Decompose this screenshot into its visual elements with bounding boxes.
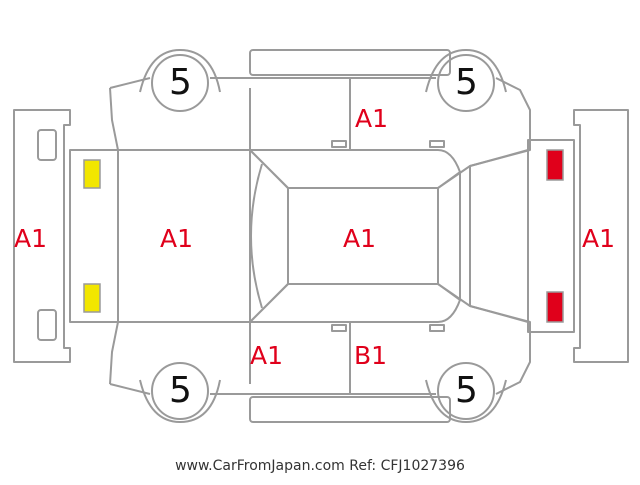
rear-glass xyxy=(469,149,529,323)
front-bumper-grade: A1 xyxy=(14,224,48,253)
hood-grade: A1 xyxy=(160,224,194,253)
rear-light-top xyxy=(546,149,564,181)
wheel-arch-rl xyxy=(139,379,221,423)
tire-front-right xyxy=(437,54,495,112)
bottom-rear-door-grade: B1 xyxy=(354,341,388,370)
tail-panel xyxy=(527,139,575,333)
front-bumper-slot-bottom xyxy=(37,309,57,341)
tire-rear-left xyxy=(151,362,209,420)
windshield-inner xyxy=(250,163,263,309)
footer-reference: www.CarFromJapan.com Ref: CFJ1027396 xyxy=(175,458,465,474)
top-door-grade: A1 xyxy=(355,104,389,133)
rear-bumper-panel xyxy=(573,109,629,363)
wheel-arch-fl xyxy=(139,49,221,93)
front-light-top xyxy=(83,159,101,189)
front-bumper-slot-top xyxy=(37,129,57,161)
tire-front-left xyxy=(151,54,209,112)
wheel-arch-rr xyxy=(425,379,507,423)
rear-light-bottom xyxy=(546,291,564,323)
bottom-handle-left xyxy=(331,324,347,332)
bottom-handle-right xyxy=(429,324,445,332)
tire-front-right-grade: 5 xyxy=(455,62,478,103)
bottom-mirror-slot xyxy=(249,396,451,423)
roof-grade: A1 xyxy=(343,224,377,253)
top-side-profile xyxy=(109,77,531,189)
top-handle-left xyxy=(331,140,347,148)
roof-panel xyxy=(287,187,439,285)
tire-rear-right-grade: 5 xyxy=(455,370,478,411)
front-bumper-panel xyxy=(13,109,71,363)
front-light-bottom xyxy=(83,283,101,313)
tire-rear-right xyxy=(437,362,495,420)
bottom-side-profile xyxy=(109,283,531,395)
wheel-arch-fr xyxy=(425,49,507,93)
tire-front-left-grade: 5 xyxy=(169,62,192,103)
tire-rear-left-grade: 5 xyxy=(169,370,192,411)
rear-bumper-grade: A1 xyxy=(582,224,616,253)
top-handle-right xyxy=(429,140,445,148)
bottom-front-door-grade: A1 xyxy=(250,341,284,370)
top-mirror-slot xyxy=(249,49,451,76)
rear-window xyxy=(437,171,461,301)
windshield xyxy=(249,149,289,323)
